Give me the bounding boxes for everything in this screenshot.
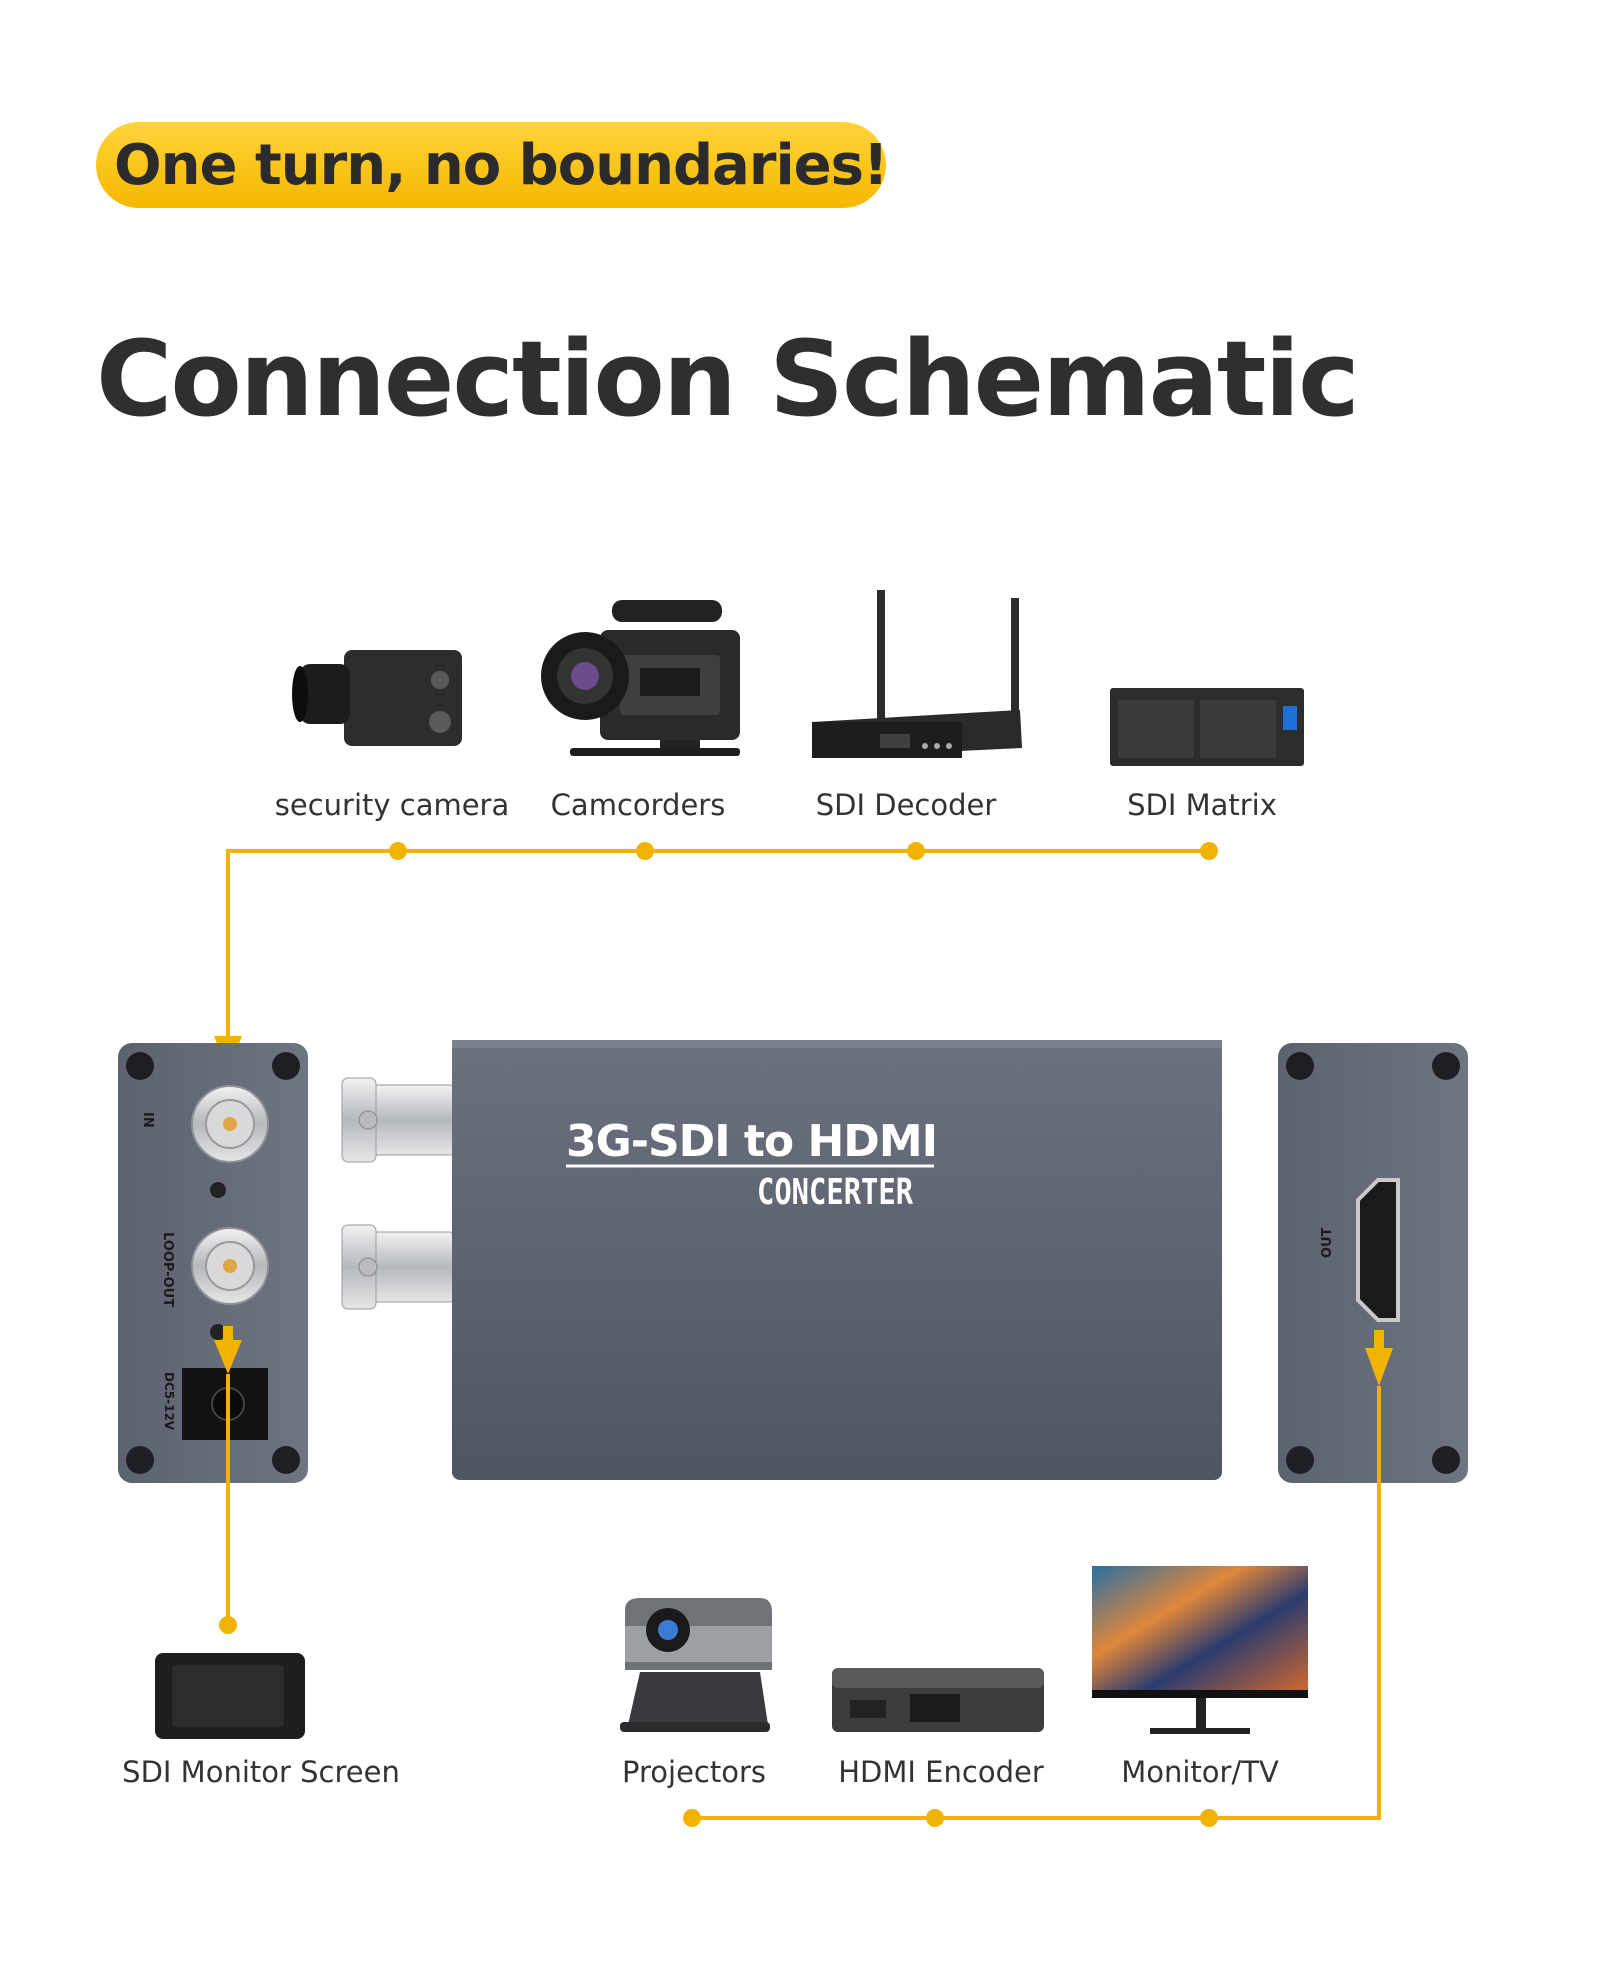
sdi-monitor-icon <box>155 1653 305 1739</box>
sdi-matrix-icon <box>1110 688 1304 766</box>
loop-out-arrow-stem <box>223 1326 233 1342</box>
output-label-hdmi-encoder: HDMI Encoder <box>838 1755 1044 1789</box>
port-label-power: DC5-12V <box>162 1372 176 1431</box>
tagline-badge: One turn, no boundaries! <box>96 122 889 208</box>
output-connection-dots <box>683 1809 1218 1827</box>
input-label-security-camera: security camera <box>274 788 510 822</box>
bnc-connector-bottom <box>341 1224 455 1310</box>
output-label-projectors: Projectors <box>622 1755 766 1789</box>
right-end-panel <box>1278 1043 1468 1483</box>
device-name-line1: 3G-SDI to HDMI <box>566 1116 938 1167</box>
projector-icon <box>620 1598 772 1732</box>
port-label-in: IN <box>140 1112 155 1128</box>
security-camera-icon <box>292 650 462 746</box>
input-connection-dots <box>389 842 1218 860</box>
page-title: Connection Schematic <box>96 318 1360 440</box>
sdi-decoder-icon <box>812 590 1022 758</box>
loop-out-dot <box>219 1616 237 1634</box>
tagline-text: One turn, no boundaries! <box>114 133 889 198</box>
output-label-monitor-tv: Monitor/TV <box>1121 1755 1279 1789</box>
bnc-connector-top <box>341 1077 455 1163</box>
hdmi-encoder-icon <box>832 1668 1044 1732</box>
converter-box <box>452 1040 1222 1480</box>
hdmi-out-arrow-icon <box>1365 1348 1393 1386</box>
input-label-sdi-matrix: SDI Matrix <box>1127 788 1277 822</box>
port-label-out: OUT <box>1320 1227 1335 1258</box>
camcorder-icon <box>541 600 740 756</box>
input-label-sdi-decoder: SDI Decoder <box>815 788 997 822</box>
hdmi-out-arrow-stem <box>1374 1330 1384 1350</box>
loop-out-arrow-icon <box>214 1340 242 1374</box>
left-end-panel <box>118 1043 308 1483</box>
input-label-camcorders: Camcorders <box>550 788 726 822</box>
device-name-line2: CONCERTER <box>757 1172 914 1213</box>
monitor-tv-icon <box>1092 1566 1308 1734</box>
output-label-sdi-monitor: SDI Monitor Screen <box>122 1755 400 1789</box>
input-connection-line <box>226 849 1209 1062</box>
port-label-loop-out: LOOP-OUT <box>160 1232 175 1308</box>
output-connection-line <box>692 1386 1381 1820</box>
